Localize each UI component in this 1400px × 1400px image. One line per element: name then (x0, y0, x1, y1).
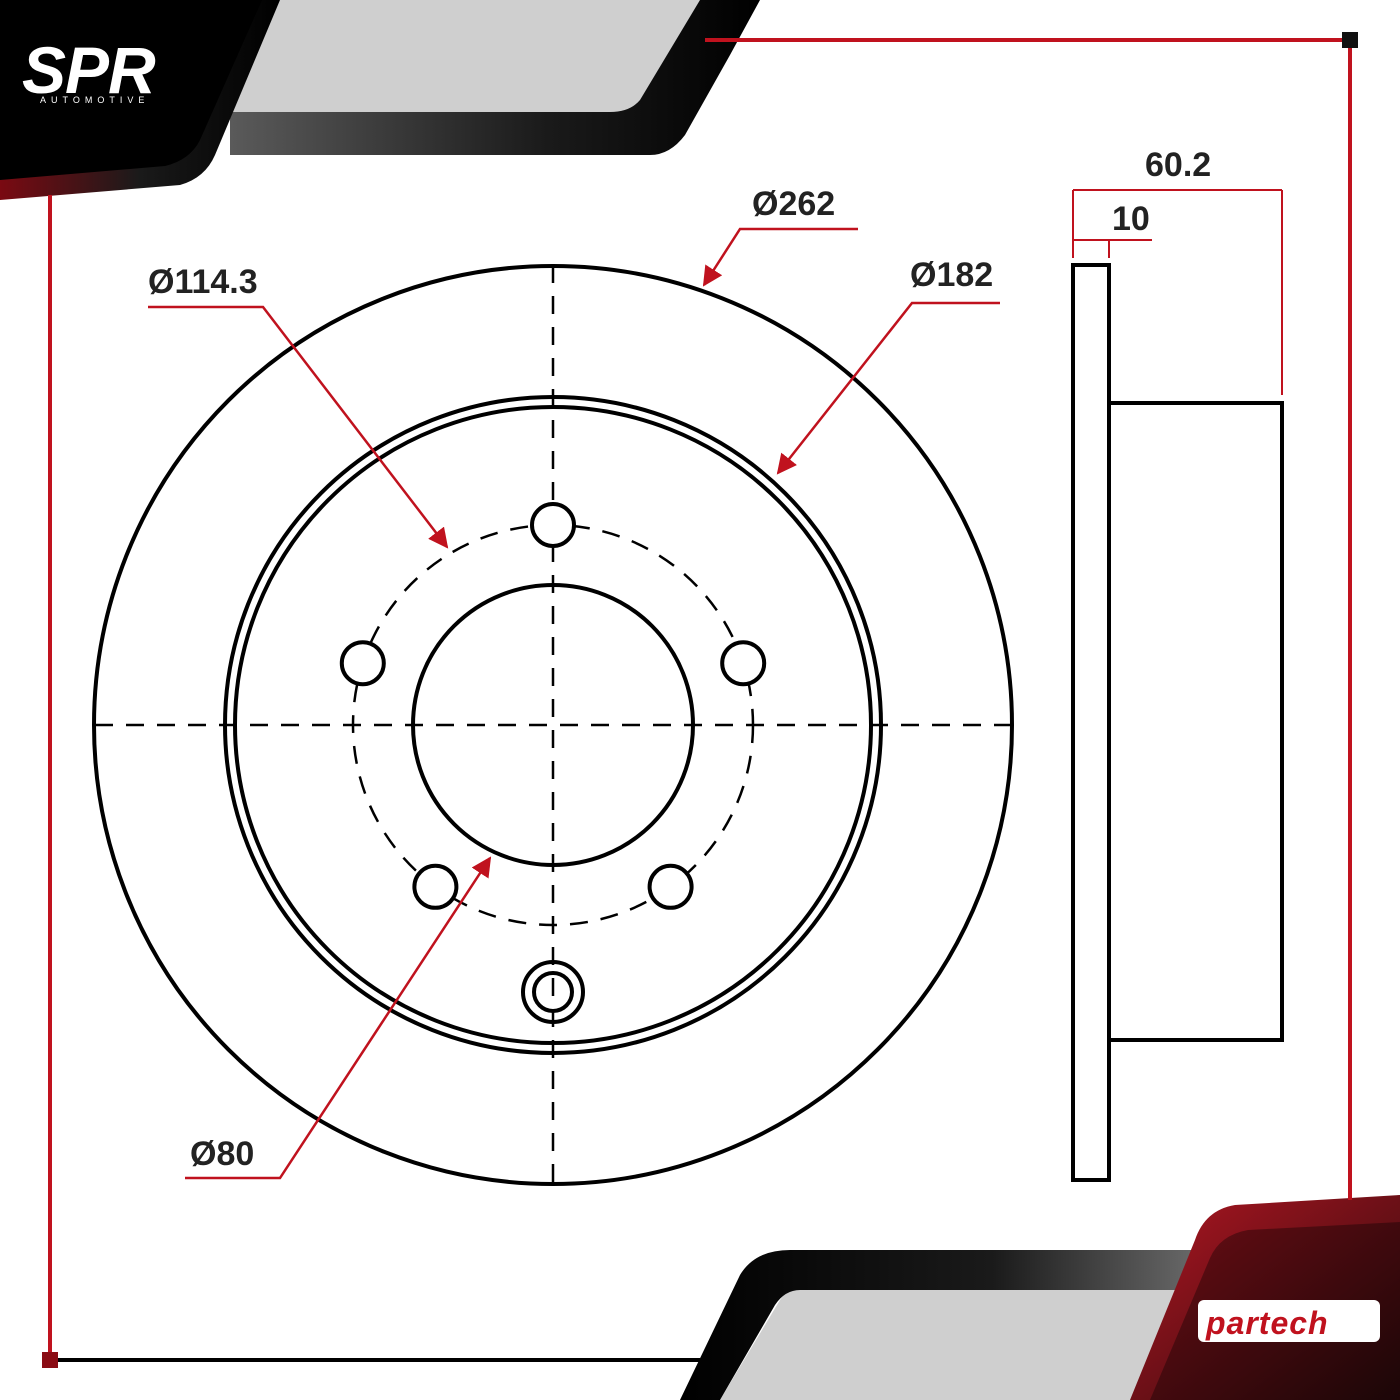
leader-bolt-circle (148, 305, 449, 549)
label-disc-thickness: 10 (1112, 200, 1150, 238)
side-disc-plate (1071, 263, 1111, 1182)
leader-center-bore (185, 856, 492, 1180)
frame-lines (48, 38, 1352, 1362)
dimension-leaders (148, 227, 1000, 1180)
bottom-footer-banner: partech (680, 1195, 1400, 1400)
lug-hole (647, 863, 694, 910)
spr-logo-text: SPR (22, 33, 156, 107)
bottom-dark-band (680, 1250, 1200, 1400)
label-total-height: 60.2 (1145, 146, 1211, 184)
top-dark-band (230, 0, 760, 155)
locating-hole-outer (521, 960, 585, 1024)
partech-logo-bg (1198, 1300, 1380, 1342)
lug-hole (339, 640, 386, 687)
top-logo-plate-black (0, 0, 262, 180)
bottom-logo-plate (1130, 1195, 1400, 1400)
spr-logo: SPR AUTOMOTIVE (22, 33, 157, 107)
dimension-labels: Ø262 Ø182 Ø114.3 Ø80 60.2 10 (148, 146, 1211, 1173)
leader-outer-diameter (702, 227, 858, 287)
top-header-banner: SPR AUTOMOTIVE (0, 0, 760, 200)
label-center-bore: Ø80 (190, 1135, 254, 1173)
lug-hole (720, 640, 767, 687)
bottom-gray-panel (720, 1285, 1200, 1400)
label-bolt-circle: Ø114.3 (148, 263, 258, 301)
lug-hole (530, 502, 576, 548)
frame-corner-top-right (1342, 32, 1358, 48)
locating-hole-inner (532, 971, 574, 1013)
label-outer-diameter: Ø262 (752, 185, 835, 223)
disc-front-view (92, 264, 1014, 1190)
partech-logo: partech (1198, 1300, 1380, 1342)
locating-screw-hole (521, 960, 585, 1024)
label-friction-diameter: Ø182 (910, 256, 993, 294)
side-hat-section (1109, 401, 1284, 1042)
lug-holes (339, 502, 767, 910)
lug-hole (412, 863, 459, 910)
spr-logo-subtext: AUTOMOTIVE (40, 95, 149, 105)
partech-logo-text: partech (1205, 1305, 1329, 1341)
top-gray-panel (230, 0, 720, 125)
frame-corner-bottom-left (42, 1352, 58, 1368)
leader-friction-diameter (776, 301, 1000, 475)
disc-side-view (1071, 189, 1284, 1182)
